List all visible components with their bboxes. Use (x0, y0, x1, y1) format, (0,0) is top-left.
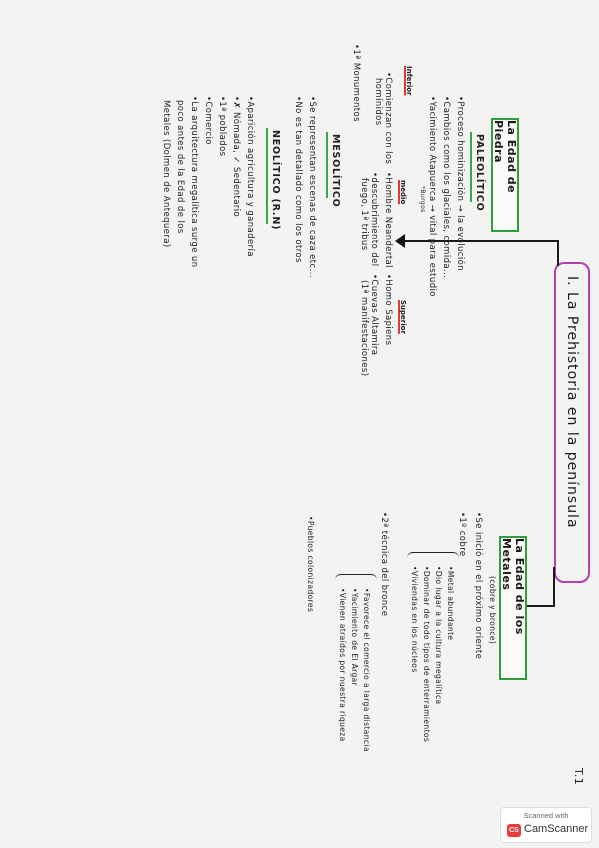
stone-age-label: La Edad de Piedra (492, 120, 518, 194)
neolithic-item: poco antes de la Edad de los (175, 100, 185, 234)
scanner-badge: Scanned with CS CamScanner (500, 807, 592, 843)
paleolithic-item: •Yacimiento Atapuerca → vital para estud… (427, 96, 437, 297)
superior-label: Superior (399, 300, 407, 334)
bronce-label: •2ª técnica del bronce (379, 512, 389, 617)
metals-item: •Pueblos colonizadores (306, 516, 315, 613)
cobre-brace (407, 552, 459, 559)
metals-item: •1º cobre (457, 512, 467, 557)
cobre-item: •Metal abundante (446, 566, 455, 641)
metal-age-box: La Edad de los Metales (499, 536, 527, 680)
neolithic-item: •✗ Nómada, ✓ Sedentario (231, 96, 241, 218)
paleolithic-item: •Proceso hominización → la evolución (455, 96, 465, 272)
mesolithic-title: MESOLÍTICO (330, 134, 341, 208)
scanner-brand: CamScanner (524, 823, 589, 835)
mesolithic-underline (326, 132, 328, 198)
neolithic-item: •1ª poblados (217, 96, 227, 157)
inferior-item: homínidos (373, 78, 383, 126)
mesolithic-item: •No es tan detallado como los otros (293, 96, 303, 263)
arrow-down-left-icon (395, 234, 405, 248)
cobre-item: •Dominar de todo tipos de enterramientos (422, 566, 431, 743)
inferior-tag: Inferior (405, 66, 413, 96)
neolithic-item: •Aparición agricultura y ganadería (245, 96, 255, 257)
superior-item: •Cuevas Altamira (369, 274, 379, 356)
neolithic-underline (266, 128, 268, 224)
inferior-item: •Comienzan con los (383, 72, 393, 165)
page-title-box: I. La Prehistoria en la península (554, 262, 590, 583)
medio-item: fuego, 1ª tribus (359, 178, 369, 251)
page-title: I. La Prehistoria en la península (564, 276, 580, 529)
medio-tag: medio (399, 180, 407, 204)
medio-item: •Hombre Neandertal (383, 172, 393, 268)
mesolithic-item: •Se representan escenas de caza etc... (307, 96, 317, 278)
connector-right-horizontal (553, 567, 555, 606)
camscanner-logo-icon: CS (507, 824, 521, 837)
scanner-caption: Scanned with (523, 811, 569, 820)
bronce-item: •Yacimiento de El Argar (350, 588, 359, 687)
neolithic-title: NEOLÍTICO (R.N) (270, 130, 281, 231)
neolithic-item: •Comercio (203, 96, 213, 145)
monuments-note: •1ª Monumentos (351, 44, 361, 122)
superior-item: (1ª manifestaciones) (359, 280, 369, 377)
paleolithic-underline (470, 132, 472, 202)
connector-left-horizontal (557, 240, 559, 266)
paleolithic-title: PALEOLÍTICO (474, 134, 485, 212)
paleolithic-item: •Cambios como los glaciales, comida... (441, 96, 451, 279)
metal-age-label: La Edad de los Metales (500, 538, 526, 635)
metal-age-subtitle: (cobre y bronce) (488, 576, 497, 645)
metals-item: •Se inició en el próximo oriente (473, 512, 483, 660)
neolithic-item: •La arquitectura megalítica surge un (189, 96, 199, 268)
bronce-item: •Favorece el comercio a larga distancia (362, 588, 371, 752)
neolithic-item: Metales (Dolmen de Antequera) (161, 100, 171, 248)
inferior-label: Inferior (405, 66, 413, 96)
superior-item: •Homo Sapiens (383, 274, 393, 346)
connector-left-vertical (399, 240, 559, 242)
page-number: T.1 (572, 768, 585, 786)
stone-age-box: La Edad de Piedra (491, 118, 519, 232)
medio-item: •descubrimiento del (369, 172, 379, 267)
cobre-item: •Dio lugar a la cultura megalítica (434, 566, 443, 705)
bronce-item: •Vienen atraídos por nuestra riqueza (338, 588, 347, 742)
cobre-item: •Viviendas en los núcleos (410, 566, 419, 673)
medio-label: medio (399, 180, 407, 205)
superior-tag: Superior (399, 300, 407, 334)
bronce-brace (335, 574, 377, 581)
burgos-note: *Burgos (419, 186, 426, 213)
